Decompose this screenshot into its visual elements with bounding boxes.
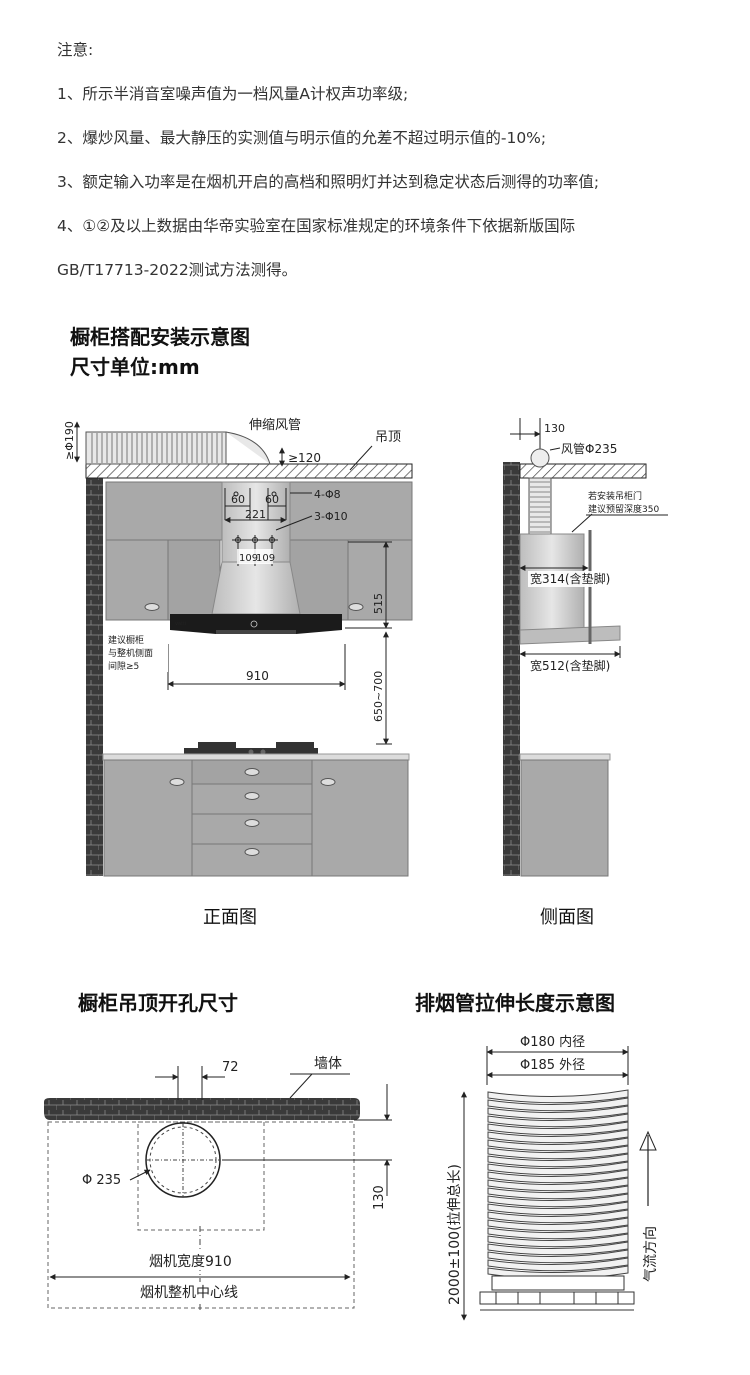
ceiling-label: 吊顶 — [375, 430, 401, 445]
dim-60-left: 60 — [231, 493, 245, 506]
cabinet-handle — [348, 603, 364, 611]
dim-phi190: ≥Φ190 — [63, 421, 76, 460]
dim-910: 910 — [246, 669, 269, 683]
ceiling-hole-title: 橱柜吊顶开孔尺寸 — [78, 991, 238, 1015]
hood-body — [211, 561, 301, 615]
gap-note-line-3: 间隙≥5 — [108, 660, 139, 672]
hose-outer-diameter: Φ185 外径 — [520, 1058, 585, 1073]
ceiling-wall — [44, 1098, 360, 1120]
note-item-5: GB/T17713-2022测试方法测得。 — [57, 261, 298, 279]
base-cabinet-right — [311, 759, 409, 877]
cabinet-note-line-2: 建议预留深度350 — [588, 503, 659, 515]
gap-note-line-1: 建议橱柜 — [108, 634, 144, 646]
dim-515: 515 — [372, 593, 385, 614]
cabinet-note-line-1: 若安装吊柜门 — [588, 490, 642, 502]
notes-heading: 注意: — [57, 41, 94, 59]
countertop — [102, 753, 410, 761]
front-view: vatti ≥Φ190 伸缩风管 ≥120 吊顶 60 60 221 4-Φ8 … — [63, 417, 413, 877]
hose-body — [487, 1089, 629, 1280]
gap-note-line-2: 与整机侧面 — [108, 647, 153, 659]
hose-inner-diameter: Φ180 内径 — [520, 1034, 585, 1050]
dim-109-right: 109 — [256, 553, 275, 564]
dim-60-right: 60 — [265, 493, 279, 506]
dim-phi235: Φ 235 — [82, 1173, 121, 1188]
side-wall — [503, 462, 520, 876]
side-duct — [528, 477, 552, 535]
dim-109-left: 109 — [239, 553, 258, 564]
hose-collar — [491, 1275, 625, 1291]
hood-glass-panel — [170, 614, 342, 634]
hood-width-label: 烟机宽度910 — [149, 1253, 232, 1270]
dim-650-700: 650~700 — [372, 671, 385, 722]
note-item-1: 1、所示半消音室噪声值为一档风量A计权声功率级; — [57, 85, 409, 103]
power-button-icon — [250, 620, 258, 628]
hose-diagram: Φ180 内径 Φ185 外径 2000±100(拉伸总长) 气流方向 — [447, 1034, 659, 1321]
side-hood-panel — [519, 625, 621, 645]
unit-title: 尺寸单位:mm — [70, 355, 200, 379]
drawer — [191, 813, 313, 845]
side-duct-label: 风管Φ235 — [561, 441, 617, 456]
side-width-314: 宽314(含垫脚) — [530, 571, 610, 586]
hole-4phi8: 4-Φ8 — [314, 488, 341, 501]
base-cabinet-left — [103, 759, 193, 877]
note-item-4: 4、①②及以上数据由华帝实验室在国家标准规定的环境条件下依据新版国际 — [57, 217, 576, 235]
cabinet-handle — [144, 603, 160, 611]
side-view: 130 风管Φ235 若安装吊柜门 建议预留深度350 宽314(含垫脚) 宽5… — [503, 418, 668, 877]
hood-brand: vatti — [175, 621, 186, 627]
front-wall — [86, 462, 103, 876]
install-title: 橱柜搭配安装示意图 — [70, 325, 250, 349]
dim-72: 72 — [222, 1060, 239, 1075]
side-view-caption: 侧面图 — [540, 907, 594, 928]
front-view-caption: 正面图 — [203, 907, 257, 928]
side-base-cabinet — [520, 759, 609, 877]
hose-length: 2000±100(拉伸总长) — [447, 1164, 463, 1305]
dim-130: 130 — [372, 1185, 387, 1210]
hose-title: 排烟管拉伸长度示意图 — [415, 991, 615, 1015]
dim-120: ≥120 — [288, 451, 321, 465]
center-line-label: 烟机整机中心线 — [140, 1285, 238, 1301]
note-item-2: 2、爆炒风量、最大静压的实测值与明示值的允差不超过明示值的-10%; — [57, 129, 547, 147]
front-duct — [85, 431, 271, 465]
duct-label: 伸缩风管 — [249, 417, 301, 433]
side-width-512: 宽512(含垫脚) — [530, 658, 610, 673]
note-item-3: 3、额定输入功率是在烟机开启的高档和照明灯并达到稳定状态后测得的功率值; — [57, 173, 600, 191]
airflow-label: 气流方向 — [643, 1226, 659, 1282]
ceiling-hole-diagram: 72 墙体 Φ 235 130 烟机宽度910 烟机整机中心线 — [44, 1056, 392, 1312]
dim-221: 221 — [245, 508, 266, 521]
hood-outline — [47, 1121, 355, 1309]
airflow-arrow-icon — [639, 1130, 657, 1151]
side-dim-130: 130 — [544, 422, 565, 435]
hole-3phi10: 3-Φ10 — [314, 510, 348, 523]
gas-stove — [184, 742, 318, 755]
wall-label: 墙体 — [314, 1056, 342, 1072]
notes-block: 注意: 1、所示半消音室噪声值为一档风量A计权声功率级; 2、爆炒风量、最大静压… — [57, 28, 737, 292]
